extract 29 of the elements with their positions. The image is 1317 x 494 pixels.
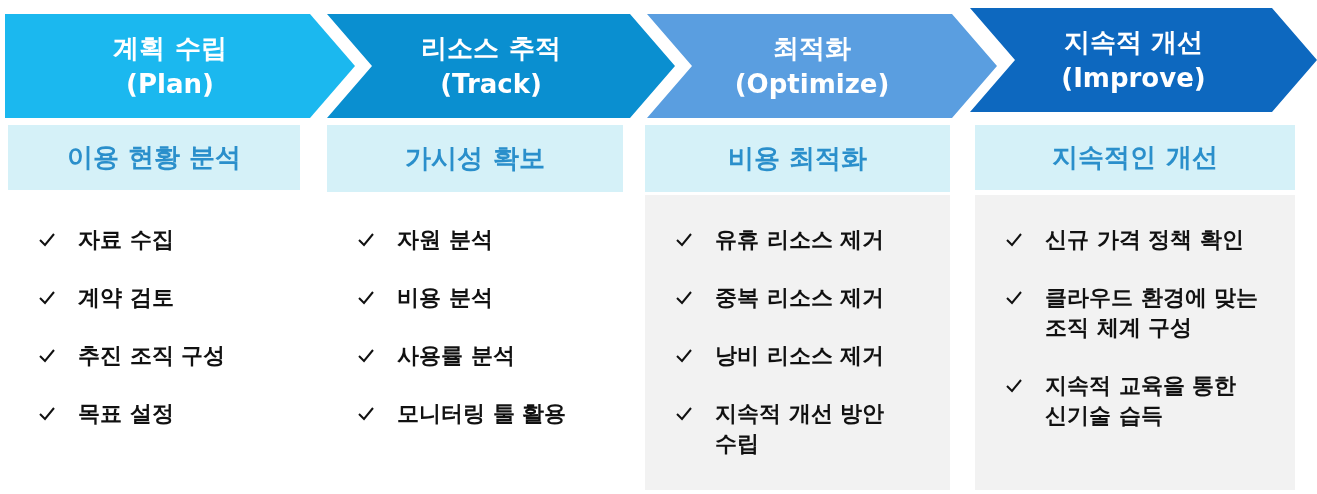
- list-item: 사용률 분석: [397, 342, 515, 370]
- step-banner: [327, 14, 675, 118]
- list-item: 비용 분석: [397, 284, 493, 312]
- list-item: 지속적 개선 방안 수립: [715, 400, 886, 458]
- step-title: 계획 수립 (Plan): [112, 32, 228, 101]
- step-banner: [5, 14, 355, 118]
- list-item: 지속적 교육을 통한 신기술 습득: [1045, 372, 1238, 430]
- section-header: 이용 현황 분석: [8, 125, 300, 190]
- list-item: 자원 분석: [397, 226, 493, 254]
- list-item: 추진 조직 구성: [78, 342, 226, 370]
- step-banner: [647, 14, 997, 118]
- list-item: 신규 가격 정책 확인: [1045, 226, 1244, 254]
- step-title: 최적화 (Optimize): [733, 32, 891, 101]
- step-title: 리소스 추적 (Track): [420, 32, 562, 101]
- list-item: 목표 설정: [78, 400, 174, 428]
- list-item: 클라우드 환경에 맞는 조직 체계 구성: [1045, 284, 1260, 342]
- list-item: 계약 검토: [78, 284, 174, 312]
- step-banner: [970, 8, 1317, 112]
- section-header: 비용 최적화: [645, 125, 950, 192]
- section-header: 지속적인 개선: [975, 125, 1295, 190]
- list-item: 유휴 리소스 제거: [715, 226, 885, 254]
- list-item: 중복 리소스 제거: [715, 284, 885, 312]
- card-background: [975, 195, 1295, 490]
- list-item: 모니터링 툴 활용: [397, 400, 567, 428]
- card-background: [645, 195, 950, 490]
- list-item: 자료 수집: [78, 226, 174, 254]
- step-title: 지속적 개선 (Improve): [1060, 26, 1207, 95]
- list-item: 낭비 리소스 제거: [715, 342, 885, 370]
- section-header: 가시성 확보: [327, 125, 623, 192]
